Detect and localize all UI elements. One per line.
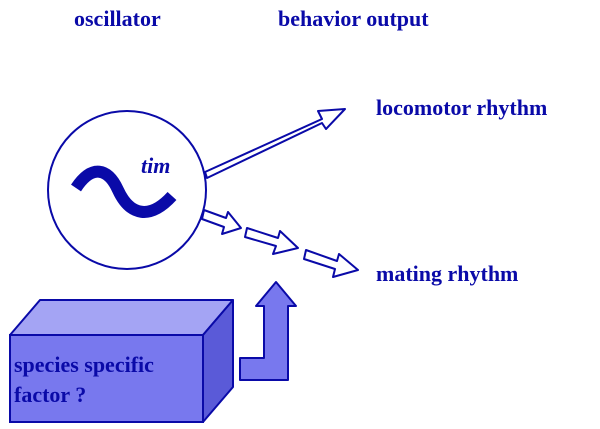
mating-arrow-segment-1 [201, 209, 242, 235]
gene-label-tim: tim [141, 153, 171, 178]
mating-arrow-segment-2 [244, 227, 299, 255]
oscillator-circle [47, 110, 207, 270]
factor-box-top [9, 299, 234, 336]
factor-up-arrow [239, 281, 297, 381]
factor-box-front [9, 334, 204, 423]
sine-wave-icon [71, 165, 177, 218]
heading-oscillator: oscillator [74, 6, 161, 31]
heading-behavior-output: behavior output [278, 6, 429, 31]
output-label-mating: mating rhythm [376, 261, 519, 286]
factor-label-line-1: species specific [14, 352, 154, 377]
mating-arrow-segment-3 [303, 249, 359, 278]
factor-label: species specific factor ? [14, 350, 204, 410]
output-label-locomotor: locomotor rhythm [376, 95, 548, 120]
factor-label-line-2: factor ? [14, 382, 87, 407]
locomotor-arrow [204, 108, 346, 179]
